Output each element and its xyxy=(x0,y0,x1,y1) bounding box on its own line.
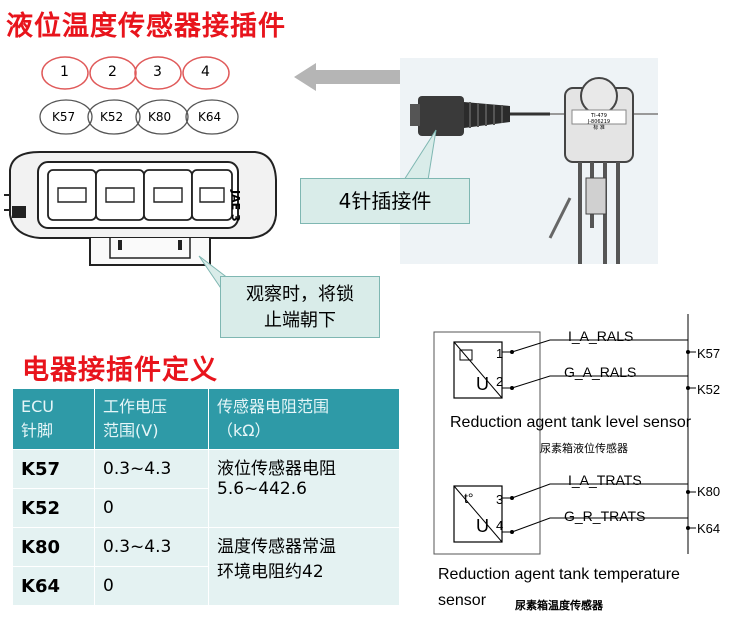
table-row: K64 0 xyxy=(12,566,400,606)
resistance-temp-line2: 环境电阻约42 xyxy=(217,562,324,582)
sensor-label: TI-479 J-806219 标 准 xyxy=(574,113,624,131)
header-resistance-line1: 传感器电阻范围 xyxy=(217,397,330,416)
temp-signal-2: G_R_TRATS xyxy=(564,508,646,524)
left-arrow-icon xyxy=(294,63,416,91)
cell-pin: K52 xyxy=(12,488,95,528)
cell-voltage: 0.3~4.3 xyxy=(94,527,209,567)
callout-pins: 4针插接件 xyxy=(300,178,470,224)
pin-number-2: 2 xyxy=(108,64,117,80)
callout-pins-text: 4针插接件 xyxy=(338,189,432,213)
temp-label-en-line2: sensor xyxy=(438,592,487,609)
cell-voltage: 0 xyxy=(94,488,209,528)
pin-label-circles xyxy=(39,99,239,135)
definition-table: ECU 针脚 工作电压 范围(V) 传感器电阻范围 （kΩ） K57 0.3~4… xyxy=(12,388,400,606)
connector-title: 液位温度传感器接插件 xyxy=(6,11,286,42)
definition-title: 电器接插件定义 xyxy=(22,355,218,386)
level-label-en: Reduction agent tank level sensor xyxy=(450,414,692,431)
header-ecu-pin: ECU 针脚 xyxy=(12,388,95,450)
temp-signal-1: I_A_TRATS xyxy=(568,472,642,488)
terminal-k80: K80 xyxy=(697,484,721,499)
level-pin-2: 2 xyxy=(496,374,504,389)
table-row: K80 0.3~4.3 温度传感器常温 环境电阻约42 xyxy=(12,527,400,606)
temp-label-en-line1: Reduction agent tank temperature xyxy=(438,566,680,583)
temp-pin-4: 4 xyxy=(496,518,504,533)
sensor-label-line2: J-806219 xyxy=(587,119,611,125)
level-symbol-letter: U xyxy=(476,374,489,394)
header-ecu-line1: ECU xyxy=(21,397,54,416)
pin-number-1: 1 xyxy=(60,64,69,80)
cell-resistance: 温度传感器常温 环境电阻约42 xyxy=(208,527,400,606)
pin-label-k80: K80 xyxy=(148,110,172,124)
terminal-k57: K57 xyxy=(697,346,721,361)
temp-pin-3: 3 xyxy=(496,492,504,507)
resistance-level-line1: 液位传感器电阻 xyxy=(217,459,336,479)
resistance-level-line2: 5.6~442.6 xyxy=(217,479,307,499)
callout-view-line1: 观察时，将锁 xyxy=(246,284,354,305)
header-voltage: 工作电压 范围(V) xyxy=(94,388,209,450)
table-row: K57 0.3~4.3 液位传感器电阻 5.6~442.6 xyxy=(12,449,400,528)
sensor-label-line3: 标 准 xyxy=(593,125,605,131)
pin-label-k52: K52 xyxy=(100,110,124,124)
header-voltage-line2: 范围(V) xyxy=(103,421,159,440)
pin-label-k57: K57 xyxy=(52,110,76,124)
sensor-photo-drawing xyxy=(410,77,658,264)
pin-label-k64: K64 xyxy=(198,110,222,124)
cell-pin: K57 xyxy=(12,449,95,489)
cell-resistance: 液位传感器电阻 5.6~442.6 xyxy=(208,449,400,528)
header-resistance-line2: （kΩ） xyxy=(217,421,271,440)
level-signal-2: G_A_RALS xyxy=(564,364,637,380)
terminal-k52: K52 xyxy=(697,382,721,397)
connector-face-drawing xyxy=(4,151,277,266)
temp-symbol-top: t° xyxy=(464,490,474,506)
cell-voltage: 0 xyxy=(94,566,209,606)
circuit-schematic xyxy=(433,314,696,555)
temp-symbol-letter: U xyxy=(476,516,489,536)
level-pin-1: 1 xyxy=(496,346,504,361)
pin-number-4: 4 xyxy=(201,64,210,80)
sensor-label-line1: TI-479 xyxy=(591,113,607,119)
header-resistance: 传感器电阻范围 （kΩ） xyxy=(208,388,400,450)
pin-number-circles xyxy=(41,56,230,90)
connector-marking: JAE 3 xyxy=(229,190,242,222)
sensor-photo xyxy=(400,58,658,264)
table-row: K52 0 xyxy=(12,488,400,528)
cell-pin: K64 xyxy=(12,566,95,606)
callout-view-line2: 止端朝下 xyxy=(264,310,336,331)
pin-number-3: 3 xyxy=(153,64,162,80)
header-voltage-line1: 工作电压 xyxy=(103,397,168,416)
callout-pins-pointer xyxy=(403,129,437,181)
callout-view: 观察时，将锁 止端朝下 xyxy=(220,276,380,338)
header-ecu-line2: 针脚 xyxy=(21,421,54,440)
table-header-row: ECU 针脚 工作电压 范围(V) 传感器电阻范围 （kΩ） xyxy=(12,388,400,450)
temp-label-cn: 尿素箱温度传感器 xyxy=(515,600,603,612)
level-signal-1: I_A_RALS xyxy=(568,328,634,344)
level-label-cn: 尿素箱液位传感器 xyxy=(540,443,628,455)
cell-voltage: 0.3~4.3 xyxy=(94,449,209,489)
terminal-k64: K64 xyxy=(697,521,721,536)
resistance-temp-line1: 温度传感器常温 xyxy=(217,537,336,557)
cell-pin: K80 xyxy=(12,527,95,567)
